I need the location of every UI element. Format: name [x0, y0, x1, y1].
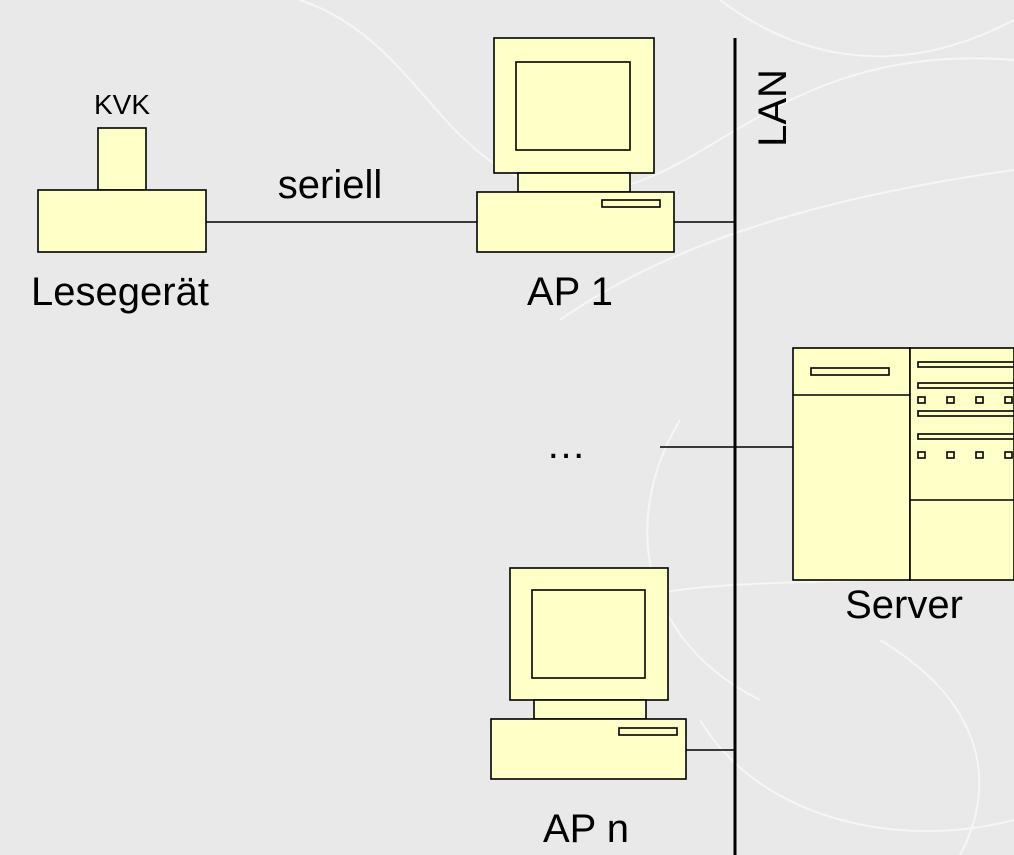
desktop-computer-icon	[490, 567, 687, 780]
serial-link-label: seriell	[278, 163, 382, 207]
reader-label: Lesegerät	[31, 270, 209, 314]
server-led	[917, 451, 926, 459]
server-led	[1004, 451, 1013, 459]
server-led	[975, 396, 984, 404]
server-bay-2	[917, 382, 1014, 389]
ap1-screen	[515, 61, 631, 151]
server-led	[1004, 396, 1013, 404]
ap1-label: AP 1	[527, 270, 613, 314]
apn-drive-slot	[618, 727, 678, 736]
lan-label: LAN	[751, 69, 795, 147]
ap1-drive-slot	[601, 199, 661, 208]
card-slot	[97, 127, 147, 191]
apn-label: AP n	[543, 807, 629, 851]
server-led	[917, 396, 926, 404]
server-led	[975, 451, 984, 459]
desktop-computer-icon	[476, 37, 675, 253]
server-label: Server	[845, 583, 963, 627]
apn-screen	[531, 589, 646, 679]
ellipsis-label: …	[546, 423, 586, 467]
server-left-slot	[810, 367, 890, 376]
server-led	[946, 451, 955, 459]
ap1-monitor-stand	[517, 172, 631, 193]
reader-base	[37, 189, 207, 253]
server-bay-3	[917, 410, 1014, 417]
server-bay-1	[917, 361, 1014, 368]
card-label: KVK	[94, 89, 150, 120]
server-led	[946, 396, 955, 404]
server-bay-4	[917, 433, 1014, 440]
card-reader-icon	[37, 127, 207, 253]
server-left-cabinet	[792, 347, 911, 581]
apn-monitor-stand	[533, 699, 647, 720]
server-tower-icon	[792, 347, 1014, 581]
